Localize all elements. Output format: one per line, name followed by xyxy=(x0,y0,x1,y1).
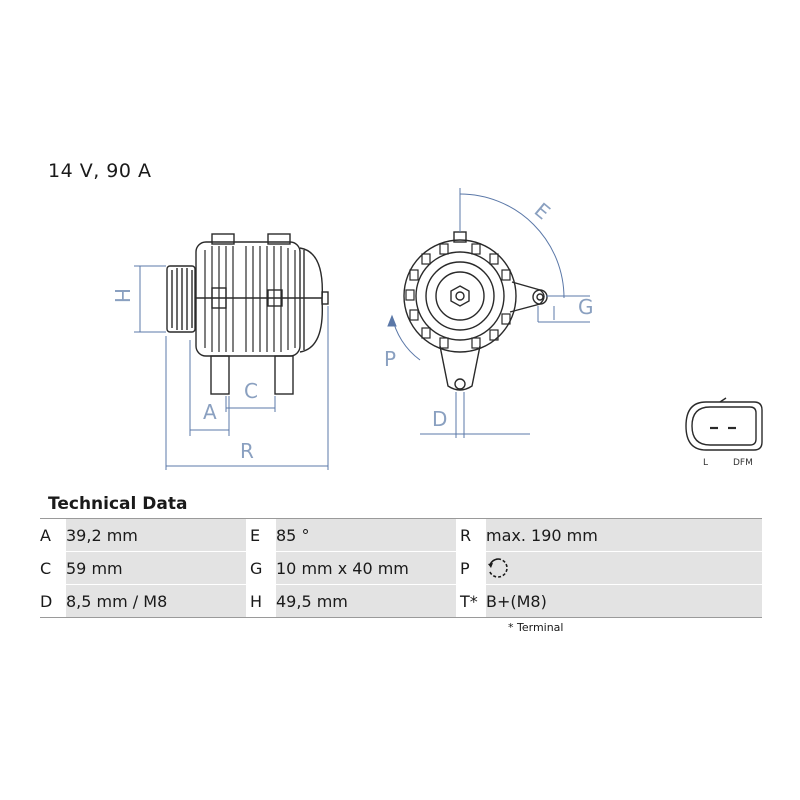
spec-value: max. 190 mm xyxy=(486,518,762,552)
spec-key: A xyxy=(40,518,66,552)
spec-value: B+(M8) xyxy=(486,584,762,618)
connector-label-l: L xyxy=(703,458,709,468)
side-view-dimensions xyxy=(134,265,329,470)
alternator-side-view xyxy=(166,233,329,395)
spec-key: G xyxy=(250,551,276,585)
connector-plug xyxy=(685,397,763,451)
table-row: D 8,5 mm / M8 H 49,5 mm T* B+(M8) xyxy=(40,584,762,618)
front-view-dimensions xyxy=(387,188,590,438)
spec-value: 85 ° xyxy=(276,518,456,552)
spec-key: R xyxy=(460,518,486,552)
dimension-label-r: R xyxy=(240,439,254,463)
spec-value: 49,5 mm xyxy=(276,584,456,618)
dimension-label-c: C xyxy=(244,379,258,403)
connector-label-dfm: DFM xyxy=(733,458,753,468)
technical-data-title: Technical Data xyxy=(48,494,188,514)
spec-key: H xyxy=(250,584,276,618)
spec-rating: 14 V, 90 A xyxy=(48,160,152,182)
dimension-label-p: P xyxy=(384,347,396,371)
spec-key: P xyxy=(460,551,486,585)
dimension-label-h: H xyxy=(110,288,134,303)
spec-value: 10 mm x 40 mm xyxy=(276,551,456,585)
dimension-label-e: E xyxy=(530,198,555,225)
spec-key: C xyxy=(40,551,66,585)
rotation-direction-icon xyxy=(488,558,508,578)
dimension-label-g: G xyxy=(578,295,594,319)
spec-value: 39,2 mm xyxy=(66,518,246,552)
dimension-label-d: D xyxy=(432,407,447,431)
table-row: A 39,2 mm E 85 ° R max. 190 mm xyxy=(40,518,762,552)
alternator-technical-drawing: H A C R xyxy=(110,188,763,470)
dimension-label-a: A xyxy=(203,400,217,424)
table-row: C 59 mm G 10 mm x 40 mm P xyxy=(40,551,762,585)
spec-value-rotation xyxy=(486,551,762,585)
terminal-footnote: * Terminal xyxy=(508,621,564,634)
spec-value: 8,5 mm / M8 xyxy=(66,584,246,618)
spec-value: 59 mm xyxy=(66,551,246,585)
technical-data-table: A 39,2 mm E 85 ° R max. 190 mm C 59 mm G… xyxy=(40,518,762,618)
spec-key: T* xyxy=(460,584,486,618)
spec-key: E xyxy=(250,518,276,552)
spec-key: D xyxy=(40,584,66,618)
alternator-front-view xyxy=(403,231,548,391)
